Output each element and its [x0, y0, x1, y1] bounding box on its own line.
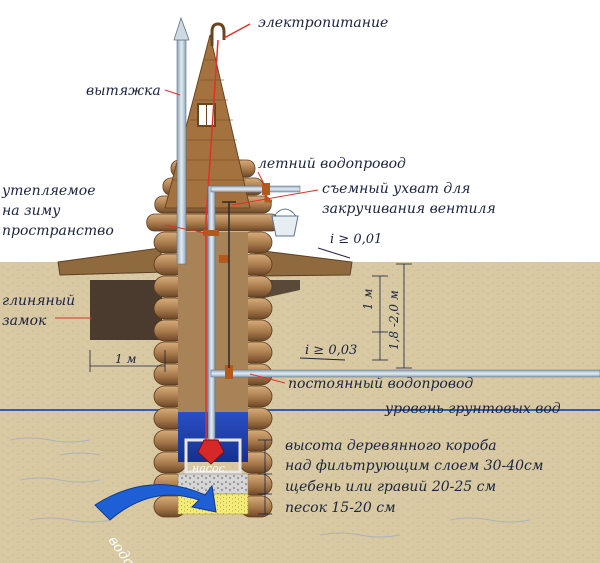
label-power: электропитание — [258, 15, 388, 31]
label-summer-pipe: летний водопровод — [258, 156, 406, 172]
label-groundwater: уровень грунтовых вод — [384, 401, 561, 417]
vent-cap — [173, 16, 190, 41]
label-permanent-pipe: постоянный водопровод — [288, 376, 473, 392]
pump — [197, 439, 225, 465]
permanent-valve — [225, 365, 233, 379]
leaders — [55, 89, 319, 384]
label-clay-1: глиняный — [2, 293, 75, 309]
clay-lock — [90, 280, 162, 340]
power-wire — [205, 39, 219, 440]
summer-pipe — [210, 185, 301, 193]
label-insulated-2: на зиму — [2, 203, 61, 219]
summer-faucet — [262, 183, 270, 195]
bucket — [271, 215, 299, 237]
water-arrow — [94, 484, 217, 521]
label-box-height-2: над фильтрующим слоем 30-40см — [285, 458, 544, 474]
label-vent: вытяжка — [86, 83, 161, 99]
label-dim-1m-h: 1 м — [115, 352, 136, 366]
vent-pipe — [176, 39, 187, 265]
label-gravel: щебень или гравий 20-25 см — [285, 479, 496, 495]
label-slope-bottom: i ≥ 0,03 — [305, 343, 357, 358]
label-dim-total: 1,8 -2,0 м — [387, 290, 401, 350]
label-insulated-3: пространство — [2, 223, 114, 239]
power-lead — [223, 23, 251, 39]
ground-canopy-left — [57, 247, 166, 276]
permanent-pipe — [210, 369, 600, 378]
valve-mid — [219, 255, 229, 263]
slope-bottom-line — [299, 357, 346, 361]
slope-top-line — [317, 247, 351, 259]
label-pump: насос — [192, 462, 225, 475]
valve-upper — [203, 230, 219, 236]
label-grip-1: съемный ухват для — [322, 181, 470, 197]
label-box-height-1: высота деревянного короба — [285, 438, 497, 454]
label-insulated-1: утепляемое — [1, 183, 96, 199]
water-pipe — [207, 185, 216, 447]
label-slope-top: i ≥ 0,01 — [330, 232, 382, 247]
label-sand: песок 15-20 см — [285, 500, 396, 516]
label-clay-2: замок — [2, 313, 47, 329]
water-ripples — [9, 437, 531, 538]
dimensions — [89, 263, 412, 515]
power-hook — [210, 22, 226, 46]
label-grip-2: закручивания вентиля — [322, 201, 496, 217]
label-dim-1m-v: 1 м — [361, 289, 375, 310]
